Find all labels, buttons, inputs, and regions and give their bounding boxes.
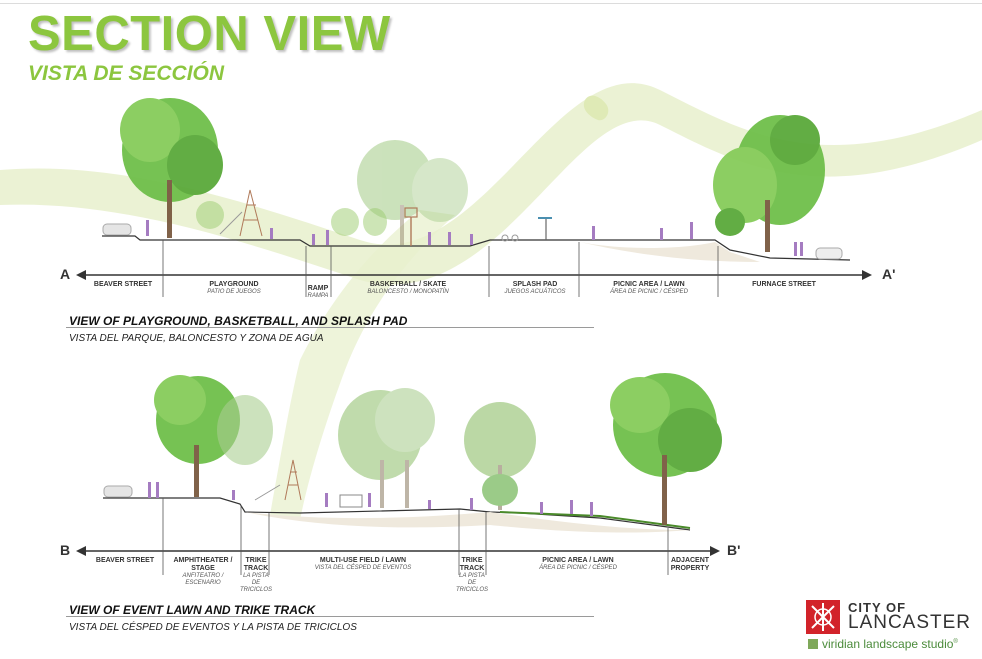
section-b-tree-center (464, 402, 536, 510)
firm-name: viridian landscape studio® (822, 637, 958, 651)
section-b-tree-left (154, 375, 273, 497)
section-a-start-marker: A (60, 266, 71, 282)
section-b-end-marker: B' (727, 542, 741, 558)
section-b-heading: VIEW OF EVENT LAWN AND TRIKE TRACK (69, 603, 316, 617)
section-a-tree-mid (357, 140, 468, 245)
logo-name-line: LANCASTER (848, 612, 972, 633)
section-b-heading-es: VISTA DEL CÉSPED DE EVENTOS Y LA PISTA D… (69, 622, 357, 633)
section-b-arrow-left (76, 546, 86, 556)
section-a-tree-right (713, 115, 825, 252)
section-a-soil (580, 242, 760, 262)
section-a-dividers (162, 240, 719, 297)
viridian-square-icon (808, 639, 818, 649)
section-a-label: BEAVER STREET (93, 281, 153, 288)
section-a-car-left (102, 223, 132, 236)
section-a-label: FURNACE STREET (752, 281, 816, 288)
section-b-tree-right (610, 373, 722, 525)
section-b-goal (339, 494, 363, 508)
page-title: SECTION VIEW (28, 7, 391, 61)
section-a-ground (102, 235, 851, 261)
section-a-end-marker: A' (882, 266, 896, 282)
section-a-heading-rule (66, 327, 594, 328)
section-a-playground-structure (219, 189, 263, 237)
section-b-ground (103, 497, 691, 531)
city-of-lancaster-logo-icon (806, 600, 840, 634)
section-b-car (103, 485, 133, 498)
section-a-small-trees (196, 201, 387, 236)
top-border (0, 3, 982, 4)
background-blob (583, 95, 609, 121)
section-a-car-right (815, 247, 843, 260)
section-b-start-marker: B (60, 542, 71, 558)
section-a-arrow-left (76, 270, 86, 280)
section-b-arrow-right (710, 546, 720, 556)
logo-city-line: CITY OF (848, 600, 907, 615)
page-subtitle: VISTA DE SECCIÓN (28, 62, 225, 85)
section-a-tree-left (120, 98, 223, 238)
section-a-people (146, 220, 803, 256)
section-a-heading: VIEW OF PLAYGROUND, BASKETBALL, AND SPLA… (69, 314, 408, 328)
section-b-soil (245, 512, 690, 533)
section-a-arrow-right (862, 270, 872, 280)
section-a-splash-pad (501, 217, 552, 242)
section-b-stage-structure (254, 459, 302, 501)
section-b-heading-rule (66, 616, 594, 617)
section-a-heading-es: VISTA DEL PARQUE, BALONCESTO Y ZONA DE A… (69, 333, 324, 344)
section-b-people (148, 482, 593, 516)
section-b-dividers (162, 498, 669, 575)
section-b-label: ADJACENT PROPERTY (670, 557, 710, 572)
section-b-label: BEAVER STREET (95, 557, 155, 564)
section-b-tree-mid (338, 388, 435, 508)
background-ribbon (0, 83, 982, 285)
background-ribbon-lower (270, 210, 455, 520)
section-a-basketball-hoop (404, 207, 418, 246)
section-b-lawn (499, 511, 691, 529)
